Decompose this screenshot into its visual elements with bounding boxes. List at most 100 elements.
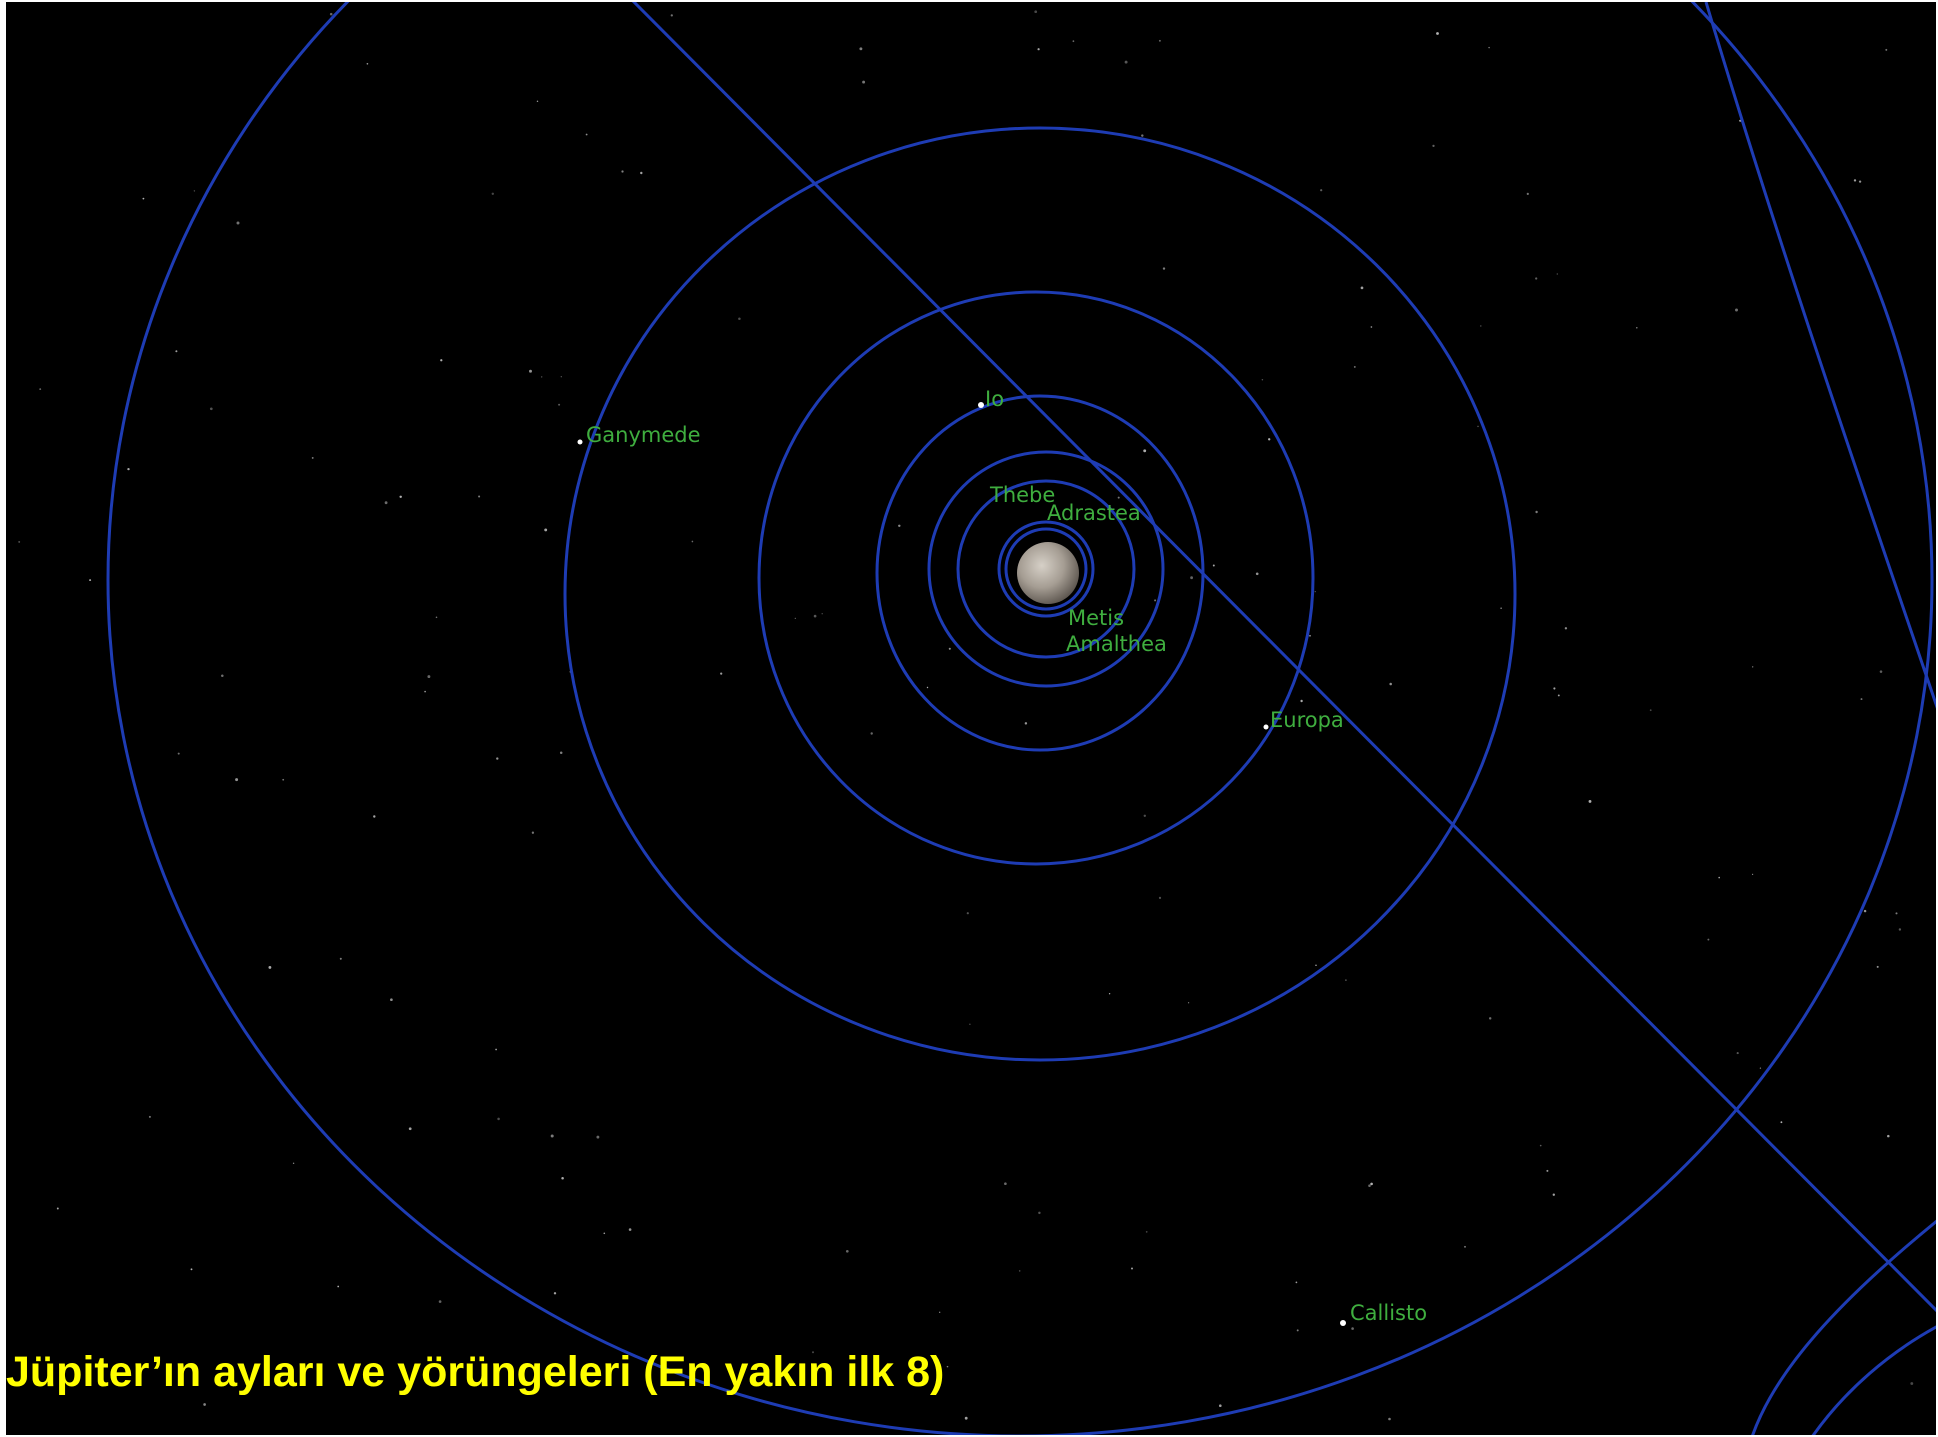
moon-europa-dot[interactable] bbox=[1263, 724, 1269, 730]
star bbox=[1300, 699, 1303, 703]
star bbox=[1212, 564, 1215, 567]
star bbox=[1556, 273, 1558, 275]
star bbox=[1320, 189, 1323, 192]
star bbox=[329, 12, 333, 16]
star bbox=[56, 1207, 59, 1210]
star bbox=[1018, 1270, 1021, 1272]
star bbox=[1255, 572, 1259, 576]
moon-ganymede-dot[interactable] bbox=[577, 439, 583, 445]
star bbox=[1158, 39, 1161, 42]
star bbox=[435, 616, 438, 619]
orbit-outer-arc-lower-corner bbox=[1811, 1325, 1936, 1435]
star bbox=[1887, 1134, 1890, 1138]
star bbox=[1895, 912, 1898, 915]
moon-label-callisto[interactable]: Callisto bbox=[1350, 1301, 1427, 1325]
moon-label-io[interactable]: Io bbox=[985, 387, 1004, 411]
star bbox=[529, 369, 532, 373]
moon-callisto-dot[interactable] bbox=[1340, 1320, 1346, 1326]
star bbox=[311, 456, 314, 459]
moon-dots bbox=[577, 402, 1346, 1326]
moon-label-metis[interactable]: Metis bbox=[1068, 606, 1124, 630]
star bbox=[1187, 1002, 1190, 1004]
star bbox=[424, 690, 426, 693]
moon-label-europa[interactable]: Europa bbox=[1270, 708, 1344, 732]
star bbox=[190, 1268, 193, 1271]
star bbox=[495, 1048, 497, 1051]
star bbox=[127, 467, 130, 471]
star bbox=[812, 1351, 814, 1354]
star bbox=[691, 540, 694, 543]
star bbox=[339, 957, 342, 960]
star bbox=[1296, 1329, 1299, 1332]
star bbox=[1539, 1144, 1542, 1147]
star bbox=[177, 752, 180, 755]
star bbox=[1535, 510, 1538, 514]
star bbox=[1154, 599, 1157, 602]
star bbox=[621, 170, 624, 173]
star bbox=[1117, 496, 1120, 499]
star bbox=[628, 1228, 632, 1231]
star bbox=[1315, 964, 1317, 966]
star bbox=[491, 192, 494, 195]
star bbox=[203, 1403, 206, 1406]
star bbox=[1736, 1052, 1739, 1055]
star bbox=[1707, 938, 1710, 941]
star bbox=[1636, 327, 1638, 329]
star bbox=[148, 1115, 151, 1118]
star bbox=[1190, 576, 1193, 580]
moon-label-adrastea[interactable]: Adrastea bbox=[1047, 501, 1141, 525]
moon-label-amalthea[interactable]: Amalthea bbox=[1066, 632, 1167, 656]
star bbox=[1477, 425, 1479, 428]
orbit-europa bbox=[757, 290, 1315, 866]
moon-label-ganymede[interactable]: Ganymede bbox=[586, 423, 701, 447]
star bbox=[1564, 627, 1568, 630]
star bbox=[89, 579, 92, 582]
orbit-adrastea bbox=[997, 520, 1095, 618]
star bbox=[845, 1249, 849, 1253]
star bbox=[366, 62, 369, 65]
star bbox=[670, 14, 673, 17]
star bbox=[1858, 180, 1862, 183]
star bbox=[236, 221, 240, 225]
star bbox=[1141, 134, 1144, 137]
star bbox=[948, 647, 951, 650]
star bbox=[209, 407, 213, 411]
star bbox=[939, 1311, 941, 1313]
orbit-thebe bbox=[927, 450, 1165, 688]
star bbox=[1309, 634, 1311, 637]
star bbox=[794, 617, 796, 620]
star bbox=[541, 376, 543, 378]
star bbox=[1488, 1017, 1492, 1020]
star bbox=[268, 965, 272, 969]
star bbox=[1143, 449, 1147, 453]
star bbox=[292, 1162, 295, 1164]
orbit-amalthea bbox=[956, 479, 1136, 659]
star bbox=[1388, 1417, 1391, 1421]
star bbox=[720, 672, 723, 675]
star bbox=[1389, 682, 1392, 686]
moon-label-thebe[interactable]: Thebe bbox=[989, 483, 1055, 507]
star bbox=[1853, 179, 1857, 182]
star bbox=[640, 171, 643, 175]
star bbox=[1295, 1281, 1298, 1284]
moon-io-dot[interactable] bbox=[978, 402, 984, 408]
star bbox=[1910, 1382, 1914, 1385]
star bbox=[964, 1416, 968, 1420]
star bbox=[221, 674, 224, 677]
star bbox=[561, 1177, 564, 1180]
star bbox=[1436, 32, 1439, 35]
star bbox=[337, 1285, 340, 1288]
night-sky-background bbox=[6, 2, 1936, 1435]
star bbox=[1752, 666, 1754, 668]
star bbox=[1860, 698, 1863, 701]
star bbox=[1345, 979, 1347, 981]
star bbox=[399, 495, 402, 499]
star bbox=[438, 1300, 442, 1303]
jupiter-planet-icon[interactable] bbox=[1017, 542, 1079, 604]
star bbox=[813, 614, 817, 618]
star bbox=[440, 359, 443, 362]
star bbox=[1780, 1121, 1783, 1124]
star bbox=[1500, 607, 1502, 609]
star bbox=[1038, 1211, 1041, 1215]
orbit-diagonal-line bbox=[631, 2, 1936, 1313]
